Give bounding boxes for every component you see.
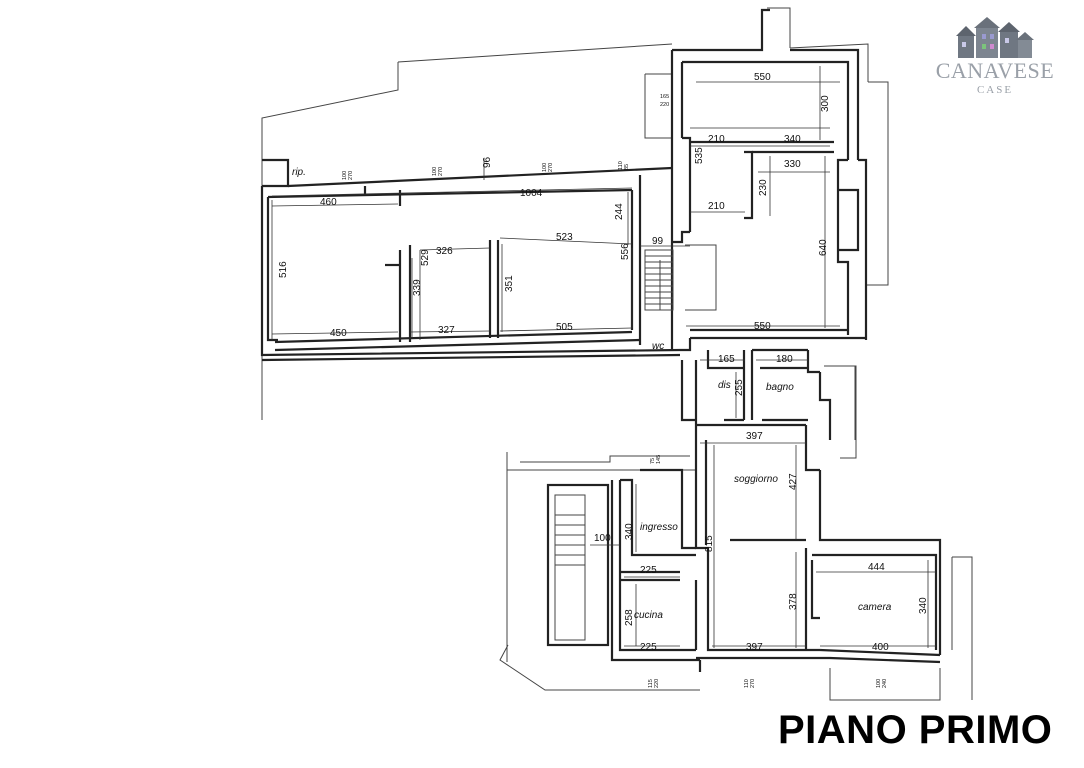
- dim-label: 535: [694, 147, 705, 164]
- dim-label: 340: [918, 597, 929, 614]
- context-outlines: [261, 7, 973, 701]
- room-labels: rip. wc dis bagno soggiorno ingresso cuc…: [292, 167, 892, 621]
- dim-label: 327: [438, 325, 455, 336]
- dim-label: 330: [784, 159, 801, 170]
- dimension-labels: 550 300 210 340 535 330 230 210 640 99 5…: [278, 72, 929, 653]
- dim-label: 505: [556, 322, 573, 333]
- dim-label: 99: [652, 236, 664, 247]
- opening-label: 220: [660, 102, 669, 108]
- dim-label: 378: [788, 593, 799, 610]
- dim-label: 640: [818, 239, 829, 256]
- dim-label: 258: [624, 609, 635, 626]
- dim-label: 210: [708, 201, 725, 212]
- opening-label: 115: [648, 679, 654, 688]
- dim-label: 165: [718, 354, 735, 365]
- room-label-camera: camera: [858, 602, 892, 613]
- dim-label: 351: [504, 275, 515, 292]
- dim-label: 180: [776, 354, 793, 365]
- opening-label: 270: [750, 679, 756, 688]
- stairs-upper: [644, 244, 717, 311]
- room-label-bagno: bagno: [766, 382, 794, 393]
- plan-title: PIANO PRIMO: [778, 708, 1053, 752]
- opening-label: 270: [348, 171, 354, 180]
- houses-icon: [956, 17, 1034, 58]
- dim-label: 815: [704, 535, 715, 552]
- dim-label: 397: [746, 642, 763, 653]
- opening-label: 110: [618, 161, 624, 170]
- opening-label: 270: [438, 167, 444, 176]
- dim-label: 326: [436, 246, 453, 257]
- dim-label: 400: [872, 642, 889, 653]
- dim-label: 1004: [520, 188, 543, 199]
- dim-label: 225: [640, 565, 657, 576]
- dim-label: 244: [614, 203, 625, 220]
- dim-label: 96: [482, 156, 493, 168]
- dim-label: 210: [708, 134, 725, 145]
- logo-name: CANAVESE: [935, 58, 1055, 83]
- dim-label: 523: [556, 232, 573, 243]
- dim-label: 255: [734, 379, 745, 396]
- dim-label: 230: [758, 179, 769, 196]
- opening-label: 240: [882, 679, 888, 688]
- dim-label: 550: [754, 321, 771, 332]
- room-label-wc: wc: [652, 341, 664, 352]
- stairs-lower: [546, 483, 610, 647]
- opening-label: 75: [650, 458, 656, 464]
- dim-label: 529: [420, 249, 431, 266]
- opening-label: 270: [548, 163, 554, 172]
- opening-label: 220: [654, 679, 660, 688]
- opening-label: 110: [744, 679, 750, 688]
- opening-labels: 165 220 100 270 100 270 100 270 110 85 7…: [342, 94, 888, 688]
- room-label-dis: dis: [718, 380, 731, 391]
- dim-label: 450: [330, 328, 347, 339]
- room-label-ingresso: ingresso: [640, 522, 678, 533]
- dimension-lines: [271, 66, 936, 648]
- walls: [260, 8, 942, 672]
- opening-label: 100: [342, 171, 348, 180]
- opening-label: 100: [432, 167, 438, 176]
- dim-label: 444: [868, 562, 885, 573]
- opening-label: 85: [624, 164, 630, 170]
- dim-label: 460: [320, 197, 337, 208]
- opening-label: 100: [542, 163, 548, 172]
- dim-label: 340: [784, 134, 801, 145]
- room-label-rip: rip.: [292, 167, 306, 178]
- opening-label: 100: [876, 679, 882, 688]
- dim-label: 397: [746, 431, 763, 442]
- dim-label: 550: [754, 72, 771, 83]
- dim-label: 100: [594, 533, 611, 544]
- opening-label: 165: [660, 94, 669, 100]
- opening-label: 145: [656, 455, 662, 464]
- dim-label: 339: [412, 279, 423, 296]
- logo-subtitle: CASE: [976, 84, 1014, 96]
- dim-label: 340: [624, 523, 635, 540]
- room-label-soggiorno: soggiorno: [734, 474, 778, 485]
- dim-label: 225: [640, 642, 657, 653]
- dim-label: 556: [620, 243, 631, 260]
- dim-label: 516: [278, 261, 289, 278]
- dim-label: 300: [820, 95, 831, 112]
- canavese-case-logo: CANAVESE CASE: [920, 14, 1070, 104]
- room-label-cucina: cucina: [634, 610, 663, 621]
- dim-label: 427: [788, 473, 799, 490]
